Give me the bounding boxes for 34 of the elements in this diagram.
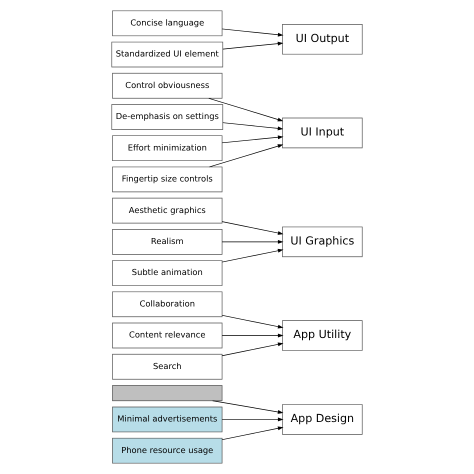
- node-box: Aesthetic graphics: [112, 198, 222, 224]
- node-box: UI Graphics: [282, 226, 363, 258]
- node-box: UI Output: [282, 24, 363, 55]
- arrow: [222, 418, 284, 422]
- node-box: Minimal advertisements: [112, 406, 222, 432]
- node-box: UI Input: [282, 118, 363, 148]
- node-box: App Design: [282, 404, 363, 435]
- arrow: [222, 135, 284, 144]
- node-box: Concise language: [112, 10, 222, 36]
- arrow: [222, 342, 284, 356]
- node-box: Effort minimization: [112, 135, 222, 162]
- arrow: [222, 221, 284, 235]
- arrow: [222, 426, 284, 440]
- arrow: [222, 240, 284, 244]
- arrow: [222, 28, 284, 37]
- node-box: App Utility: [282, 320, 363, 351]
- arrow: [209, 144, 284, 168]
- node-box: Subtle animation: [112, 260, 222, 286]
- arrow: [222, 42, 284, 50]
- arrow: [222, 248, 284, 262]
- node-box: Collaboration: [112, 291, 222, 318]
- arrow: [222, 122, 284, 130]
- node-box: Fingertip size controls: [112, 166, 222, 192]
- node-box: Control obviousness: [112, 72, 222, 99]
- arrow: [222, 314, 284, 329]
- node-box: Search: [112, 354, 222, 380]
- arrow: [212, 400, 284, 414]
- node-box: De-emphasis on settings: [111, 104, 224, 130]
- arrow: [222, 334, 284, 338]
- node-box: Realism: [112, 229, 222, 255]
- node-box: [112, 385, 222, 402]
- node-box: Standardized UI element: [111, 42, 224, 68]
- node-box: Content relevance: [112, 322, 222, 348]
- node-box: Phone resource usage: [112, 438, 222, 464]
